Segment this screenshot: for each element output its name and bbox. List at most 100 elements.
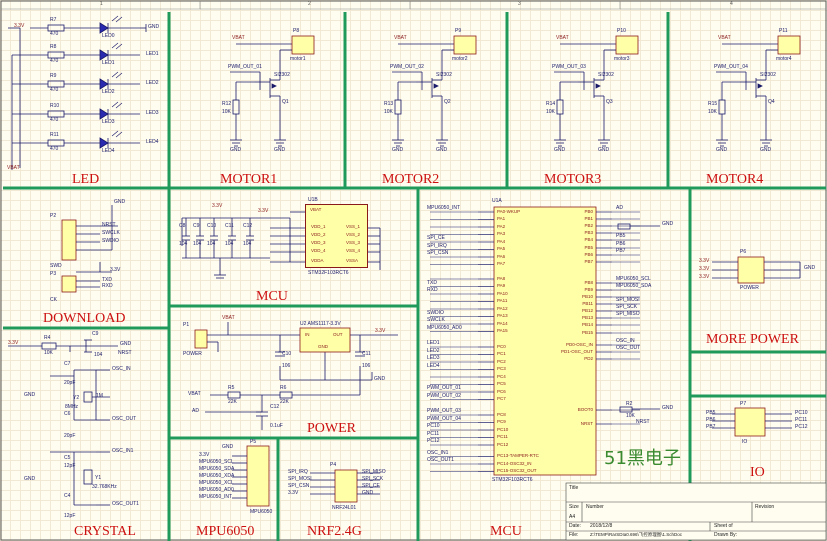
section-title-motor2: MOTOR2 [382, 172, 440, 187]
mcu-left-net-0: MPU6050_INT [427, 205, 461, 211]
mcu-power-chip-ref: U1B [308, 197, 318, 203]
crystal-gnd-top: GND [120, 341, 132, 347]
mcu-left-pin-26: PC10 [497, 426, 509, 432]
tb-file: File: [569, 532, 579, 538]
more-power-net-0: 3.3V [699, 258, 710, 264]
r6-val: 22K [280, 399, 289, 405]
mcu-left-pin-6: PA6 [497, 253, 506, 259]
motor1-pwm-net: PWM_OUT_01 [228, 64, 262, 70]
io-left-1: PB6 [706, 417, 716, 423]
led-diode-ref-3: LED3 [102, 119, 115, 125]
motor4-mosfet-ref: Q4 [768, 99, 775, 105]
power-ad-net: AD [192, 408, 199, 414]
motor1-resistor-val: 10K [222, 109, 231, 115]
mcu-left-pin-16: PC0 [497, 343, 506, 349]
section-title-motor3: MOTOR3 [544, 172, 602, 187]
mcu-power-cap-ref-0: C8 [179, 223, 186, 229]
tb-drawn: Drawn By: [714, 532, 738, 538]
crystal-osc32-out: OSC_OUT1 [112, 501, 139, 507]
nrf-right-net-1: SPI_SCK [362, 476, 384, 482]
mcu-right-net-9: SPI_SCK [616, 304, 638, 310]
mcu-left-pin-20: PC4 [497, 373, 506, 379]
motor1-vbat-net: VBAT [232, 35, 245, 41]
motor3-vbat-net: VBAT [556, 35, 569, 41]
crystal-osc-in: OSC_IN [112, 366, 131, 372]
motor3-gnd-b: GND [598, 147, 610, 153]
mpu-gnd-net: GND [222, 444, 234, 450]
mcu-right-pin-9: PB9 [584, 286, 593, 292]
section-title-led: LED [72, 172, 100, 187]
mpu-net-0: 3.3V [199, 452, 210, 458]
io-right-2: PC12 [795, 424, 808, 430]
motor4-gnd-b: GND [760, 147, 772, 153]
led-resistor-val-2: 470 [50, 87, 59, 93]
ck-net-1: RXD [102, 283, 113, 289]
section-title-motor1: MOTOR1 [220, 172, 278, 187]
motor2-mosfet-ref: Q2 [444, 99, 451, 105]
nrf-left-net-2: SPI_CSN [288, 483, 310, 489]
crystal-gnd-mid: GND [24, 392, 36, 398]
mcu-left-net-28: PC12 [427, 438, 440, 444]
section-dividers [3, 12, 826, 541]
motor1-conn-ref: P8 [293, 28, 300, 34]
mcu-left-net-10: RXD [427, 287, 438, 293]
mcu-left-net-9: TXD [427, 279, 437, 286]
mpu-conn-name: MPU6050 [250, 509, 273, 515]
mcu-left-pin-12: PA12 [497, 305, 508, 311]
mcu-right-pin-5: PB5 [584, 244, 593, 250]
mcu-power-vbat-pin: VBAT [310, 207, 322, 212]
mcu-right-pin-19: BOOT0 [577, 406, 593, 412]
mcu-left-net-17: LED2 [427, 347, 440, 354]
watermark: 51黑电子 [604, 448, 681, 469]
more-power-net-1: 3.3V [699, 266, 710, 272]
mpu-net-4: MPU6050_XCL [199, 480, 234, 486]
motor4-pwm-net: PWM_OUT_04 [714, 64, 748, 70]
nrf-right-net-3: GND [362, 490, 374, 496]
more-power-ref: P6 [740, 249, 747, 255]
mcu-left-net-6: SPI_CSN [427, 250, 449, 256]
mcu-right-pin-2: PB2 [584, 222, 593, 228]
swd-net-0: NRST [102, 222, 116, 228]
mcu-right-pin-4: PB4 [584, 236, 593, 242]
nrf-right-net-2: SPI_CE [362, 483, 380, 489]
mcu-left-net-22: PWM_OUT_01 [427, 385, 461, 391]
motor2-resistor-ref: R13 [384, 101, 394, 107]
c6-val: 20pF [64, 433, 76, 439]
led-resistor-val-0: 470 [50, 31, 59, 37]
mcu-right-pin-3: PB3 [584, 229, 593, 235]
mcu-right-net-8: MPU6050_SDA [616, 283, 652, 289]
crystal-osc-out: OSC_OUT [112, 416, 137, 422]
motor2-conn-ref: P9 [455, 28, 462, 34]
mcu-left-pin-8: PA8 [497, 275, 506, 281]
mcu-left-net-23: PWM_OUT_02 [427, 392, 461, 399]
io-right-0: PC10 [795, 410, 808, 416]
mpu-net-1: MPU6050_SCL [199, 459, 234, 465]
power-vbat-net: VBAT [222, 315, 235, 321]
mcu-left-net-25: PWM_OUT_04 [427, 415, 461, 422]
section-title-nrf: NRF2.4G [307, 524, 362, 539]
motor2-pwm-net: PWM_OUT_02 [390, 64, 424, 70]
r4-ref: R4 [44, 335, 51, 341]
motor4-conn-ref: P11 [779, 28, 788, 34]
mcu-left-pin-22: PC6 [497, 388, 506, 394]
mcu-left-net-15: MPU6050_AD0 [427, 324, 462, 331]
tb-file-val: Z:\TEMP\RarSDIa0.696\飞控原理图\1.SchDoc [590, 532, 683, 537]
section-title-mcu-power: MCU [256, 289, 288, 304]
mpu-conn-ref: P5 [250, 439, 257, 445]
mcu-left-pin-15: PA15 [497, 328, 508, 333]
mcu-left-pin-13: PA13 [497, 313, 508, 318]
c6-ref: C6 [64, 411, 71, 417]
motor3-mosfet-ref: Q3 [606, 99, 613, 105]
led-gnd-net: GND [148, 24, 160, 30]
mcu-left-pin-31: PC15-OSC32_OUT [497, 468, 537, 473]
mcu-left-pin-7: PA7 [497, 261, 506, 266]
tb-revision: Revision [755, 504, 775, 510]
r5-val: 22K [228, 399, 237, 405]
motor1-conn-name: motor1 [290, 56, 306, 62]
more-power-name: POWER [740, 285, 759, 291]
mcu-power-chip [305, 204, 368, 268]
mcu-right-pin-7: PB7 [584, 258, 593, 264]
motor2-vbat-net: VBAT [394, 35, 407, 41]
mcu-right-net-7: MPU6050_SCL [616, 276, 651, 282]
regulator-gnd-pin: GND [318, 344, 328, 349]
